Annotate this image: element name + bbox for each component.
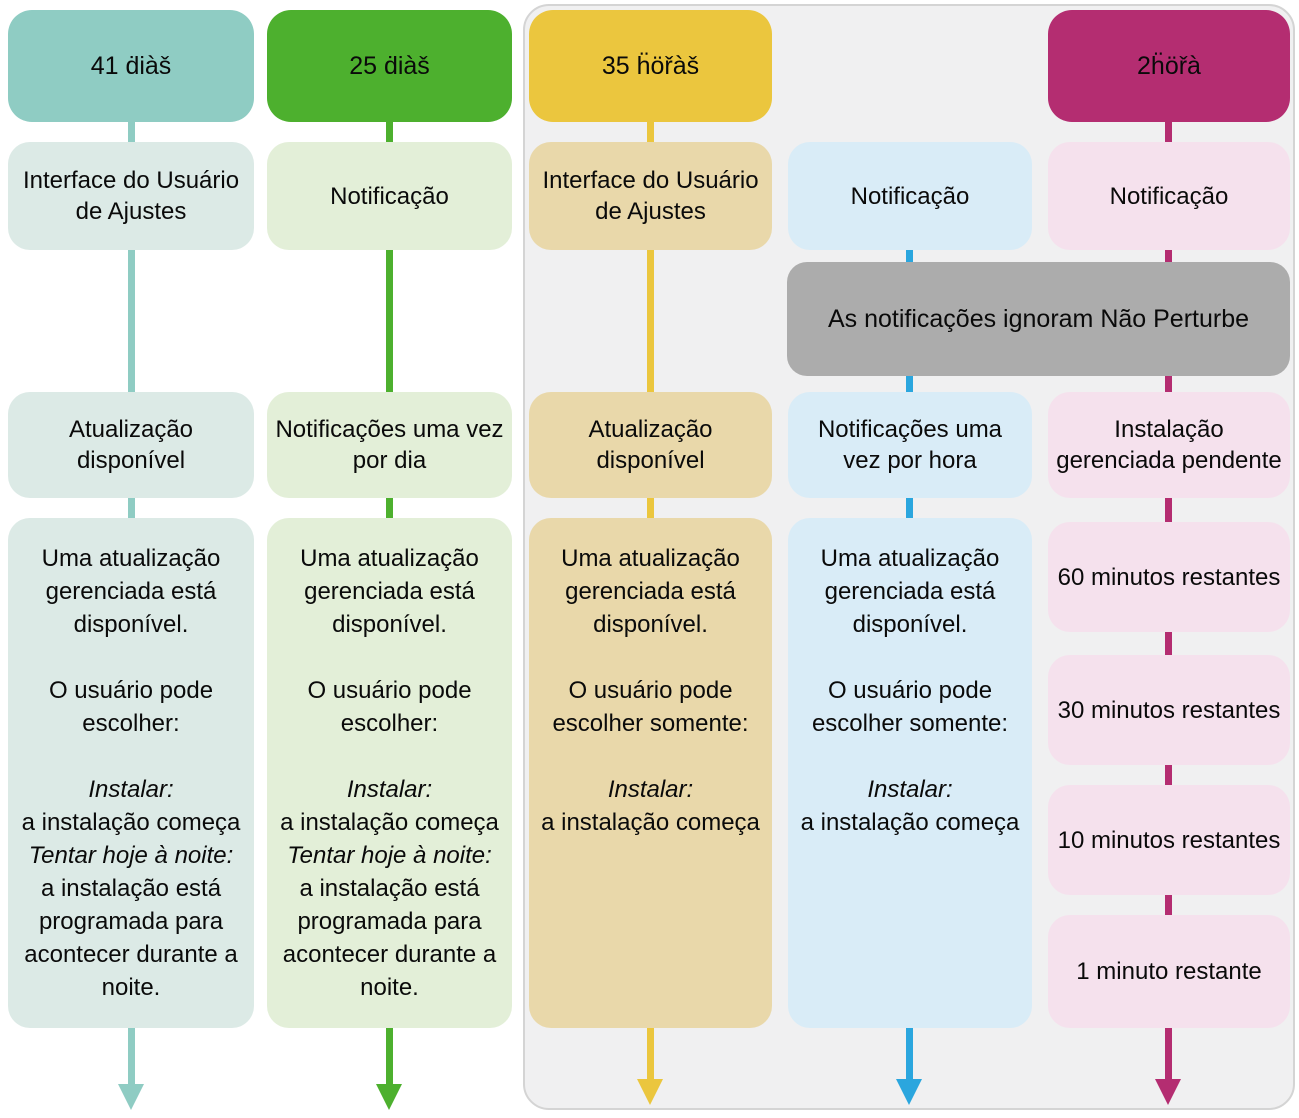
col5-countdown-10-label: 10 minutos restantes <box>1057 826 1281 854</box>
col5-step1-box: Notificação <box>1048 142 1290 250</box>
col2-step1-box: Notificação <box>267 142 512 250</box>
dnd-override-banner-label: As notificações ignoram Não Perturbe <box>827 304 1250 333</box>
col4-step2-box: Notificações uma vez por hora <box>788 392 1032 498</box>
col2-option1-text: a instalação começa <box>280 809 499 836</box>
col5-countdown-60-box: 60 minutos restantes <box>1048 522 1290 632</box>
col4-option1-text: a instalação começa <box>800 809 1020 836</box>
col3-step2-label: Atualização disponível <box>588 416 713 474</box>
col5-countdown-10-box: 10 minutos restantes <box>1048 785 1290 895</box>
col1-option1-text: a instalação começa <box>21 809 241 836</box>
col1-option1-label: Instalar: <box>88 776 174 803</box>
col2-detail-box: Uma atualização gerenciada está disponív… <box>267 518 512 1028</box>
col3-duration-header: 35 ḧöřàš <box>529 10 772 122</box>
col4-detail-intro: Uma atualização gerenciada está disponív… <box>811 545 1009 737</box>
col3-step1-box: Interface do Usuário de Ajustes <box>529 142 772 250</box>
col5-step1-label: Notificação <box>1109 182 1229 210</box>
col1-step1-label: Interface do Usuário de Ajustes <box>22 167 240 225</box>
col2-option2-text: a instalação está programada para aconte… <box>282 875 497 1001</box>
col2-option1-label: Instalar: <box>346 776 433 803</box>
col4-step1-label: Notificação <box>850 182 970 210</box>
col4-detail-box: Uma atualização gerenciada está disponív… <box>788 518 1032 1028</box>
col5-duration-label: 2ḧöřà <box>1137 51 1201 80</box>
col2-step1-label: Notificação <box>330 182 449 210</box>
col1-detail-intro: Uma atualização gerenciada está disponív… <box>41 545 221 737</box>
col5-countdown-30-box: 30 minutos restantes <box>1048 655 1290 765</box>
col5-arrowhead-icon <box>1155 1079 1181 1105</box>
col1-detail-box: Uma atualização gerenciada está disponív… <box>8 518 254 1028</box>
col3-detail-box: Uma atualização gerenciada está disponív… <box>529 518 772 1028</box>
col3-step1-label: Interface do Usuário de Ajustes <box>542 167 759 225</box>
col5-countdown-60-label: 60 minutos restantes <box>1057 563 1281 591</box>
col1-option2-label: Tentar hoje à noite: <box>28 842 234 869</box>
col2-duration-header: 25 ḋiàš <box>267 10 512 122</box>
col5-countdown-1-box: 1 minuto restante <box>1048 915 1290 1028</box>
col5-countdown-30-label: 30 minutos restantes <box>1057 696 1281 724</box>
col3-arrowhead-icon <box>637 1079 663 1105</box>
col4-option1-label: Instalar: <box>867 776 953 803</box>
col3-detail-intro: Uma atualização gerenciada está disponív… <box>552 545 749 737</box>
col5-duration-header: 2ḧöřà <box>1048 10 1290 122</box>
col1-step1-box: Interface do Usuário de Ajustes <box>8 142 254 250</box>
col2-step2-label: Notificações uma vez por dia <box>275 416 504 474</box>
col5-step2-box: Instalação gerenciada pendente <box>1048 392 1290 498</box>
col5-step2-label: Instalação gerenciada pendente <box>1056 416 1282 474</box>
col1-option2-text: a instalação está programada para aconte… <box>24 875 238 1001</box>
col3-step2-box: Atualização disponível <box>529 392 772 498</box>
col1-arrowhead-icon <box>118 1084 144 1110</box>
col2-duration-label: 25 ḋiàš <box>349 51 430 80</box>
col2-arrowhead-icon <box>376 1084 402 1110</box>
col1-duration-label: 41 ḋiàš <box>90 51 172 80</box>
col5-countdown-1-label: 1 minuto restante <box>1076 958 1262 985</box>
col2-detail-intro: Uma atualização gerenciada está disponív… <box>300 545 479 737</box>
col3-duration-label: 35 ḧöřàš <box>601 51 700 80</box>
dnd-override-banner: As notificações ignoram Não Perturbe <box>787 262 1290 376</box>
col4-step2-label: Notificações uma vez por hora <box>817 416 1003 474</box>
col3-option1-text: a instalação começa <box>541 809 760 836</box>
col4-step1-box: Notificação <box>788 142 1032 250</box>
col1-step2-box: Atualização disponível <box>8 392 254 498</box>
col1-step2-label: Atualização disponível <box>68 416 194 474</box>
col3-option1-label: Instalar: <box>607 776 694 803</box>
col2-step2-box: Notificações uma vez por dia <box>267 392 512 498</box>
col1-duration-header: 41 ḋiàš <box>8 10 254 122</box>
col4-arrowhead-icon <box>896 1079 922 1105</box>
col2-option2-label: Tentar hoje à noite: <box>287 842 492 869</box>
